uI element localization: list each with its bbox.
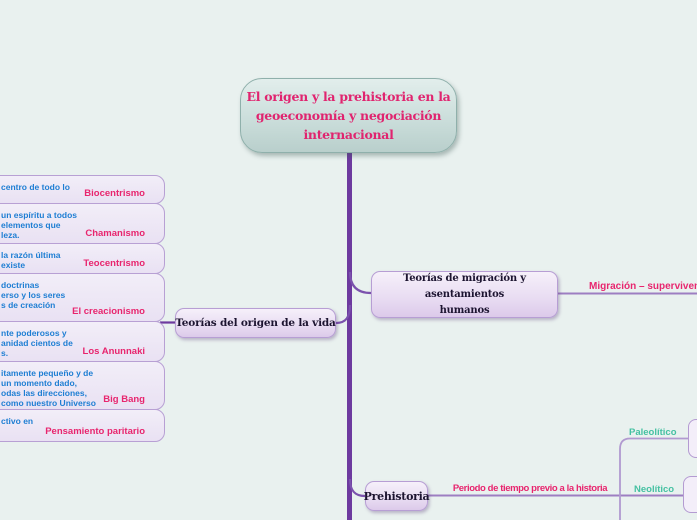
node-teorias-origen-vida[interactable]: Teorías del origen de la vida — [175, 308, 336, 338]
subtopic-pensamiento-paritario[interactable]: ctivo en Pensamiento paritario — [0, 409, 165, 442]
edge-label-migracion: Migración – supervivencia - — [589, 281, 697, 292]
subtopic-label: Chamanismo — [85, 228, 145, 239]
subtopic-description: ctivo en — [1, 416, 34, 426]
subtopic-description: la razón última existe — [1, 250, 61, 270]
node-neolitico-box[interactable] — [683, 476, 697, 513]
subtopic-description: nte poderosos y anidad cientos de s. — [1, 328, 73, 358]
subtopic-chamanismo[interactable]: un espíritu a todos elementos que leza. … — [0, 203, 165, 244]
edge-label-prehistoria: Periodo de tiempo previo a la historia — [452, 483, 608, 494]
node-teorias-migracion[interactable]: Teorías de migración y asentamientos hum… — [371, 271, 558, 318]
curve-to-migracion — [348, 271, 372, 295]
subtopic-label: Teocentrismo — [83, 258, 145, 269]
subtopic-teocentrismo[interactable]: la razón última existe Teocentrismo — [0, 243, 165, 274]
subtopic-creacionismo[interactable]: doctrinas erso y los seres s de creación… — [0, 273, 165, 322]
subtopic-description: centro de todo lo — [1, 182, 70, 192]
subtopic-description: doctrinas erso y los seres s de creación — [1, 280, 66, 310]
subtopic-biocentrismo[interactable]: centro de todo lo Biocentrismo — [0, 175, 165, 204]
central-topic-title: El origen y la prehistoria en la geoecon… — [246, 89, 451, 142]
subtopic-label: Biocentrismo — [84, 188, 145, 199]
subtopic-description: un espíritu a todos elementos que leza. — [1, 210, 78, 240]
node-label: Teorías de migración y asentamientos hum… — [403, 272, 526, 316]
subtopic-label: Los Anunnaki — [82, 346, 145, 357]
subtopic-label: Pensamiento paritario — [45, 426, 145, 437]
curve-to-origen — [335, 304, 352, 325]
node-label: Teorías del origen de la vida — [175, 317, 336, 329]
node-paleolitico-box[interactable] — [688, 419, 697, 458]
subtopic-label: El creacionismo — [72, 306, 145, 317]
subtopic-description: itamente pequeño y de un momento dado, o… — [1, 368, 96, 408]
node-prehistoria[interactable]: Prehistoria — [363, 481, 430, 511]
subtopic-anunnaki[interactable]: nte poderosos y anidad cientos de s. Los… — [0, 321, 165, 362]
node-label: Prehistoria — [363, 489, 430, 503]
subtopic-label: Big Bang — [103, 394, 145, 405]
central-topic-node[interactable]: El origen y la prehistoria en la geoecon… — [240, 78, 457, 153]
edge-label-paleolitico: Paleolítico — [629, 427, 677, 438]
edge-label-neolitico: Neolítico — [634, 484, 675, 495]
subtopic-big-bang[interactable]: itamente pequeño y de un momento dado, o… — [0, 361, 165, 410]
